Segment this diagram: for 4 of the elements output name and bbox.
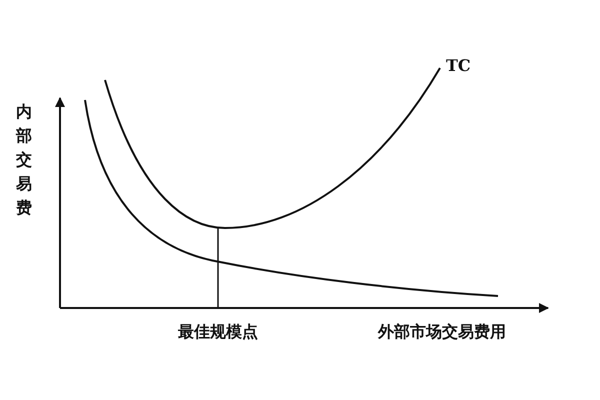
axis-label: 内部交易费 <box>16 101 32 219</box>
point-label: 最佳规模点 <box>178 322 258 342</box>
curve-label: TC <box>446 56 471 76</box>
axis-label: 外部市场交易费用 <box>378 322 506 342</box>
